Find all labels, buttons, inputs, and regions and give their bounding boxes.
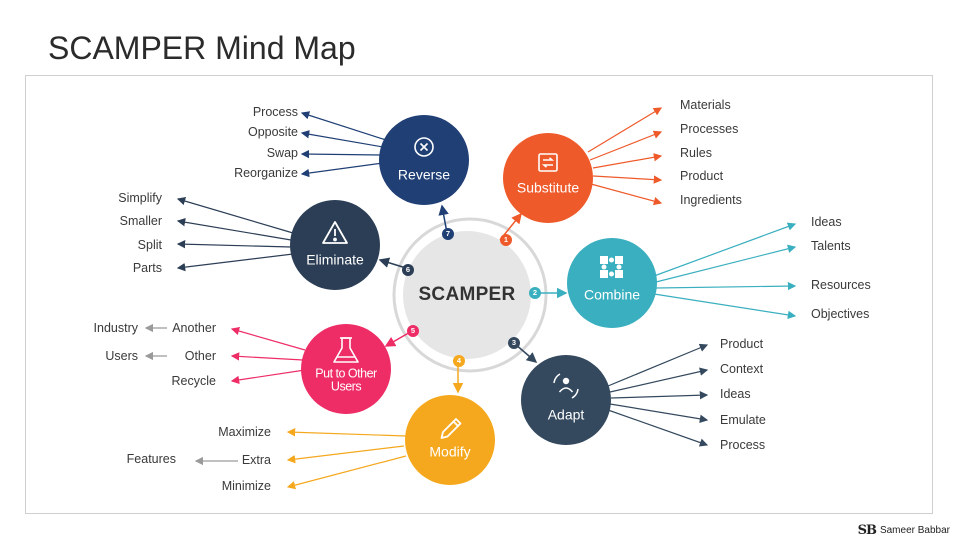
brand-mark: SB Sameer Babbar xyxy=(858,523,950,538)
badge-combine: 2 xyxy=(532,288,538,297)
badge-reverse: 7 xyxy=(445,229,451,238)
modify-item: Minimize xyxy=(221,479,271,493)
center-label: SCAMPER xyxy=(418,284,516,305)
combine-item: Ideas xyxy=(811,215,842,229)
substitute-item: Processes xyxy=(680,122,739,136)
substitute-node xyxy=(503,133,593,223)
combine-item: Objectives xyxy=(811,307,870,321)
reverse-item: Reorganize xyxy=(234,166,298,180)
reverse-node xyxy=(379,115,469,205)
modify-item: Extra xyxy=(241,453,271,467)
put-subitem: Users xyxy=(105,349,138,363)
substitute-connectors xyxy=(587,107,663,206)
swap-square-icon xyxy=(538,153,558,172)
put-item: Other xyxy=(184,349,216,363)
modify-subitem: Features xyxy=(126,452,176,466)
reverse-item: Process xyxy=(252,105,298,119)
eliminate-label: Eliminate xyxy=(306,251,364,268)
adapt-connectors xyxy=(607,343,709,447)
modify-node xyxy=(405,395,495,485)
substitute-item: Ingredients xyxy=(680,193,742,207)
flask-icon xyxy=(333,337,359,363)
brand-logo: SB xyxy=(857,523,877,538)
page-title: SCAMPER Mind Map xyxy=(48,30,356,66)
puzzle-icon xyxy=(600,256,623,278)
adapt-label: Adapt xyxy=(547,406,585,423)
modify-connectors xyxy=(286,428,407,490)
put-node xyxy=(301,324,391,414)
badge-put: 5 xyxy=(410,326,416,335)
modify-item: Maximize xyxy=(218,425,271,439)
pencil-icon xyxy=(440,418,462,439)
person-cycle-icon xyxy=(553,373,579,399)
combine-item: Talents xyxy=(811,239,851,253)
put-item: Another xyxy=(172,321,216,335)
eliminate-item: Parts xyxy=(132,261,162,275)
put-item: Recycle xyxy=(171,374,216,388)
badge-adapt: 3 xyxy=(511,338,517,347)
adapt-item: Product xyxy=(720,337,764,351)
eliminate-item: Smaller xyxy=(119,214,162,228)
reverse-connectors xyxy=(300,111,387,178)
badge-eliminate: 6 xyxy=(405,265,411,274)
combine-item: Resources xyxy=(811,278,871,292)
combine-node xyxy=(567,238,657,328)
adapt-item: Emulate xyxy=(720,413,766,427)
reverse-item: Opposite xyxy=(247,125,298,139)
substitute-item: Product xyxy=(680,169,724,183)
reverse-label: Reverse xyxy=(397,166,451,183)
eliminate-connectors xyxy=(176,197,294,272)
brand-name: Sameer Babbar xyxy=(879,525,950,536)
badge-substitute: 1 xyxy=(503,235,509,244)
eliminate-item: Split xyxy=(137,238,162,252)
put-connectors xyxy=(230,326,306,385)
warning-icon xyxy=(322,221,348,244)
eliminate-item: Simplify xyxy=(118,191,162,205)
adapt-item: Ideas xyxy=(720,387,751,401)
reverse-item: Swap xyxy=(266,146,298,160)
modify-label: Modify xyxy=(429,443,471,460)
put-label-line2: Users xyxy=(330,379,362,394)
diagram-frame xyxy=(25,75,933,514)
put-subitem: Industry xyxy=(93,321,138,335)
substitute-item: Materials xyxy=(680,98,731,112)
substitute-item: Rules xyxy=(680,146,712,160)
center-circle xyxy=(403,231,531,359)
combine-label: Combine xyxy=(583,286,641,303)
put-label-line1: Put to Other xyxy=(315,366,377,381)
x-circle-icon xyxy=(414,137,434,157)
combine-connectors xyxy=(653,222,797,320)
eliminate-node xyxy=(290,200,380,290)
adapt-node xyxy=(521,355,611,445)
adapt-item: Context xyxy=(720,362,764,376)
substitute-label: Substitute xyxy=(516,179,580,196)
badge-modify: 4 xyxy=(456,356,462,365)
adapt-item: Process xyxy=(720,438,766,452)
